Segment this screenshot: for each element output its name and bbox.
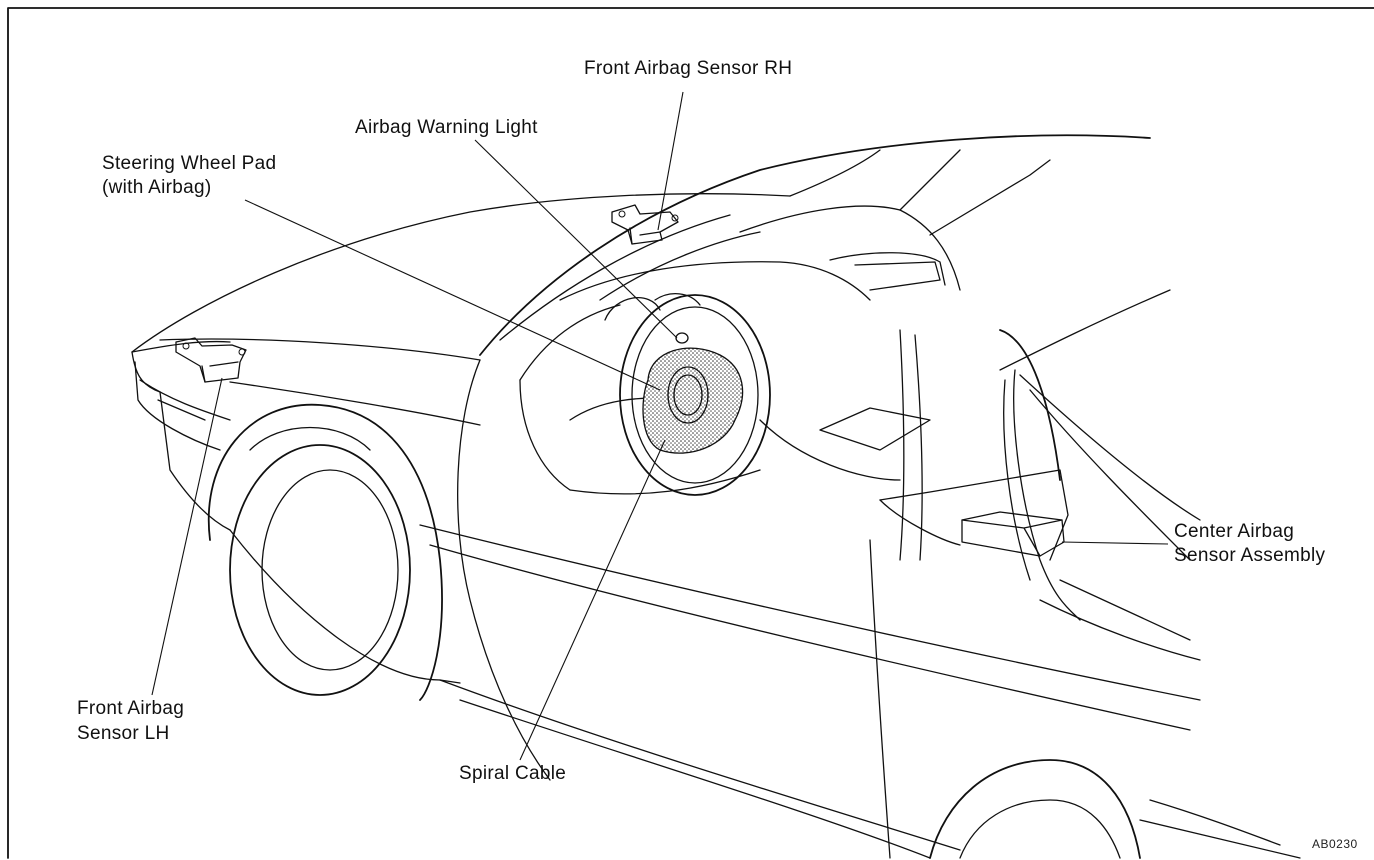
- label-steering-wheel-pad-line1: Steering Wheel Pad: [102, 153, 277, 174]
- figure-code: AB0230: [1312, 837, 1358, 851]
- front-airbag-sensor-rh: [611, 204, 679, 245]
- leader-steering-wheel-pad: [244, 199, 661, 391]
- leader-spiral-cable: [519, 439, 666, 761]
- frame-border: [7, 7, 1374, 859]
- leader-center-airbag-sensor: [1061, 541, 1169, 545]
- label-front-airbag-sensor-lh-line1: Front Airbag: [77, 698, 185, 719]
- label-center-airbag-sensor-line2: Sensor Assembly: [1174, 545, 1326, 566]
- leader-front-airbag-sensor-lh: [151, 377, 223, 696]
- car-body: [131, 134, 1301, 859]
- leader-front-airbag-sensor-rh: [657, 91, 684, 231]
- label-center-airbag-sensor-line1: Center Airbag: [1174, 521, 1295, 542]
- front-airbag-sensor-lh: [175, 337, 247, 383]
- label-front-airbag-sensor-lh-line2: Sensor LH: [77, 723, 170, 744]
- steering-wheel: [604, 293, 771, 496]
- label-front-airbag-sensor-rh: Front Airbag Sensor RH: [584, 58, 793, 79]
- label-airbag-warning-light: Airbag Warning Light: [355, 117, 538, 138]
- center-airbag-sensor-assembly: [961, 511, 1065, 557]
- label-spiral-cable: Spiral Cable: [459, 763, 567, 784]
- leader-airbag-warning-light: [474, 139, 678, 339]
- label-steering-wheel-pad-line2: (with Airbag): [102, 177, 212, 198]
- steering-wheel-pad: [642, 347, 744, 454]
